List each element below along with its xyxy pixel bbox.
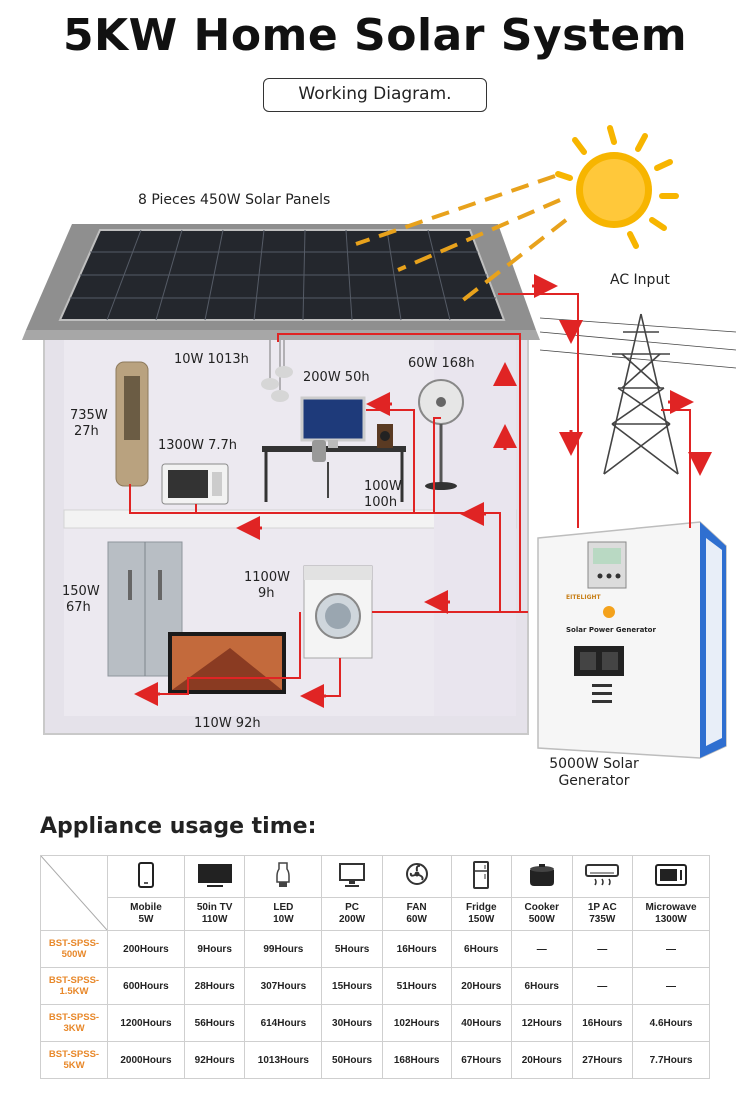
hours-cell: 1013Hours (244, 1041, 323, 1079)
table-row: BST-SPSS-500W 200Hours 9Hours 99Hours 5H… (40, 930, 710, 968)
sun-icon (555, 125, 679, 249)
hours-cell: 2000Hours (107, 1041, 185, 1079)
hours-cell: 6Hours (450, 930, 513, 968)
hours-cell: 56Hours (183, 1004, 246, 1042)
speaker-hours-label: 100h (364, 495, 398, 510)
fan-icon (381, 855, 452, 898)
washer-hours-label: 9h (258, 586, 275, 601)
hours-cell: 102Hours (381, 1004, 452, 1042)
hours-cell: 30Hours (321, 1004, 383, 1042)
mobile-icon (107, 855, 185, 898)
generator-panel-label: Solar Power Generator (566, 626, 656, 634)
washer-power-label: 1100W (244, 570, 290, 585)
model-cell: BST-SPSS-5KW (40, 1041, 108, 1079)
hours-cell: 20Hours (511, 1041, 573, 1079)
hours-cell: 7.7Hours (632, 1041, 710, 1079)
lamp-label: 10W 1013h (174, 352, 249, 367)
hours-cell: 99Hours (244, 930, 323, 968)
table-row: BST-SPSS-5KW 2000Hours 92Hours 1013Hours… (40, 1041, 710, 1079)
model-cell: BST-SPSS-1.5KW (40, 967, 108, 1005)
table-corner (40, 855, 108, 931)
microwave-label: 1300W 7.7h (158, 438, 237, 453)
speaker-power-label: 100W (364, 479, 402, 494)
table-row: BST-SPSS-1.5KW 600Hours 28Hours 307Hours… (40, 967, 710, 1005)
hours-cell: 27Hours (571, 1041, 634, 1079)
solar-generator-unit (537, 521, 727, 759)
diagram-drawing (22, 125, 737, 759)
solar-panel-array (58, 229, 506, 321)
hours-cell: — (511, 930, 573, 968)
television-icon (168, 632, 286, 694)
flow-arrows (134, 274, 712, 708)
microwave-icon (161, 463, 229, 505)
hours-cell: 600Hours (107, 967, 185, 1005)
tv-icon (183, 855, 246, 898)
hours-cell: — (632, 967, 710, 1005)
hours-cell: 28Hours (183, 967, 246, 1005)
subtitle-badge: Working Diagram. (263, 78, 487, 112)
fridge-icon (450, 855, 513, 898)
hours-cell: 614Hours (244, 1004, 323, 1042)
hours-cell: 16Hours (571, 1004, 634, 1042)
pc-icon (321, 855, 383, 898)
hours-cell: 51Hours (381, 967, 452, 1005)
usage-title: Appliance usage time: (40, 814, 317, 839)
working-diagram: 8 Pieces 450W Solar Panels AC Input 5000… (0, 118, 750, 808)
hours-cell: 15Hours (321, 967, 383, 1005)
pc-label: 200W 50h (303, 370, 370, 385)
hours-cell: 20Hours (450, 967, 513, 1005)
ceiling-lamp-icon (261, 340, 293, 402)
generator-brand: EITELIGHT (566, 594, 601, 601)
model-cell: BST-SPSS-500W (40, 930, 108, 968)
hours-cell: 40Hours (450, 1004, 513, 1042)
hours-cell: 200Hours (107, 930, 185, 968)
microwave-icon (632, 855, 710, 898)
hours-cell: 5Hours (321, 930, 383, 968)
air-conditioner-icon (571, 855, 634, 898)
cooker-icon (511, 855, 573, 898)
ac-unit-hours-label: 27h (74, 424, 99, 439)
fridge-hours-label: 67h (66, 600, 91, 615)
table-row: BST-SPSS-3KW 1200Hours 56Hours 614Hours … (40, 1004, 710, 1042)
ac-unit-power-label: 735W (70, 408, 108, 423)
desk-pc-icon (262, 396, 406, 502)
fridge-power-label: 150W (62, 584, 100, 599)
hours-cell: 12Hours (511, 1004, 573, 1042)
page-title: 5KW Home Solar System (62, 10, 688, 61)
tower-ac-unit-icon (115, 361, 149, 487)
sun-rays (355, 174, 568, 306)
hours-cell: 307Hours (244, 967, 323, 1005)
hours-cell: — (571, 930, 634, 968)
washing-machine-icon (303, 565, 373, 659)
hours-cell: 6Hours (511, 967, 573, 1005)
fan-label: 60W 168h (408, 356, 475, 371)
hours-cell: 4.6Hours (632, 1004, 710, 1042)
hours-cell: — (571, 967, 634, 1005)
hours-cell: 50Hours (321, 1041, 383, 1079)
model-cell: BST-SPSS-3KW (40, 1004, 108, 1042)
hours-cell: 16Hours (381, 930, 452, 968)
hours-cell: 168Hours (381, 1041, 452, 1079)
bulb-icon (244, 855, 323, 898)
tv-label: 110W 92h (194, 716, 261, 731)
generator-label: 5000W Solar Generator (549, 756, 639, 789)
solar-panels-label: 8 Pieces 450W Solar Panels (138, 192, 331, 208)
hours-cell: 92Hours (183, 1041, 246, 1079)
hours-cell: 67Hours (450, 1041, 513, 1079)
ac-input-label: AC Input (610, 272, 670, 288)
hours-cell: 1200Hours (107, 1004, 185, 1042)
power-tower-icon (539, 313, 737, 475)
hours-cell: — (632, 930, 710, 968)
hours-cell: 9Hours (183, 930, 246, 968)
